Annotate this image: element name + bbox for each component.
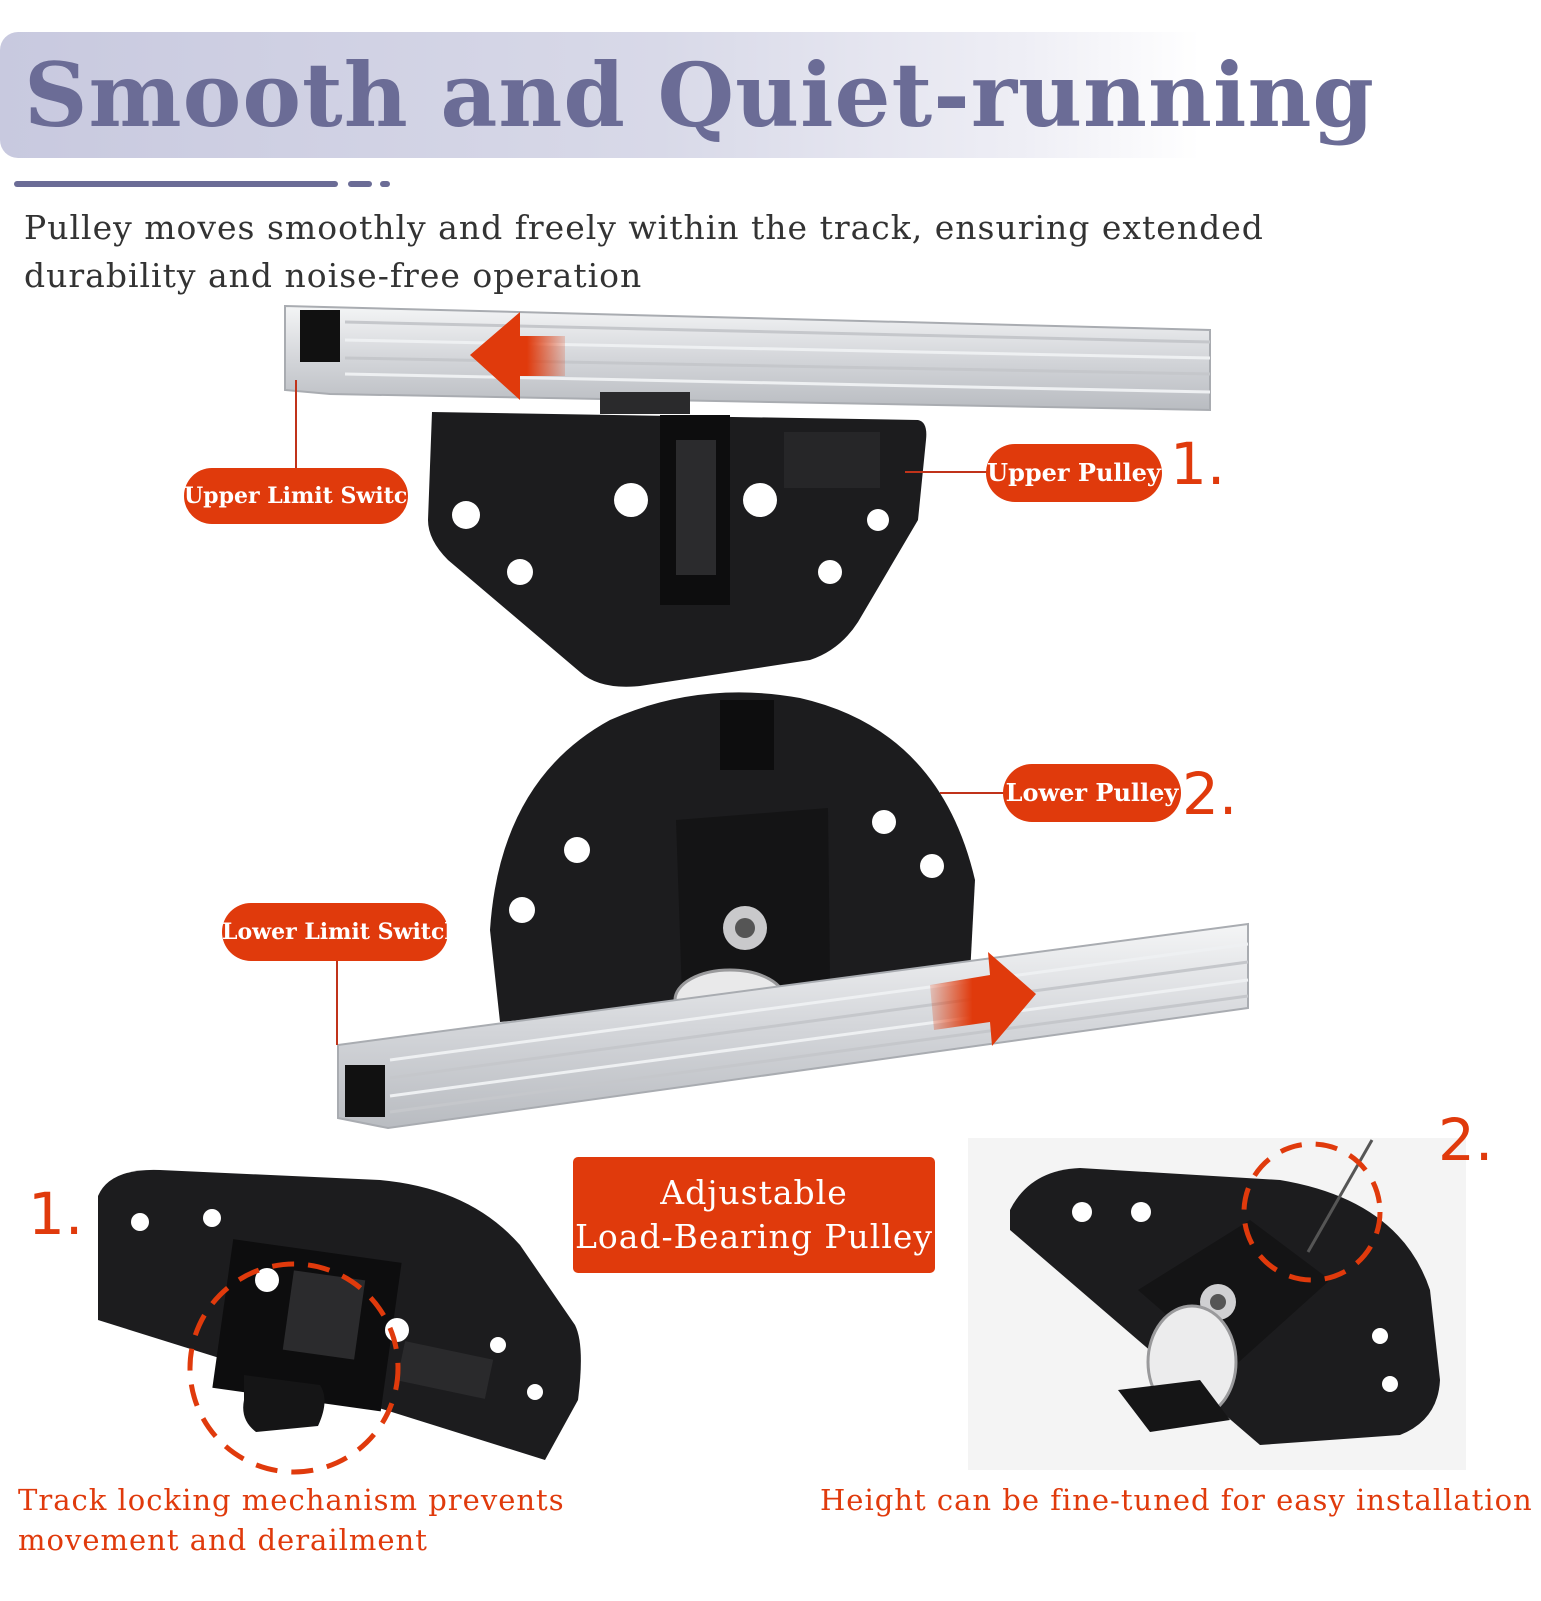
- lower-limit-switch-label: Lower Limit Switch: [222, 903, 460, 961]
- title-band: [0, 32, 1200, 158]
- upper-track-rail: [284, 304, 1211, 412]
- upper-pulley-label: Upper Pulley: [986, 444, 1162, 502]
- detail-left-caption: Track locking mechanism prevents movemen…: [18, 1483, 565, 1557]
- page-title: Smooth and Quiet-running: [24, 43, 1375, 147]
- upper-pulley-part: [428, 392, 927, 687]
- lower-pulley-number: 2.: [1182, 760, 1238, 828]
- left-arrow-icon: [470, 312, 565, 400]
- title-underline: [14, 181, 338, 187]
- upper-limit-switch-label: Upper Limit Switch: [184, 468, 423, 524]
- adjustable-pulley-line2: Load-Bearing Pulley: [574, 1217, 934, 1256]
- title-underline-dash: [348, 181, 372, 187]
- lower-track-rail: [337, 922, 1249, 1130]
- adjustable-pulley-line1: Adjustable: [660, 1173, 848, 1212]
- lower-pulley-part: [490, 692, 975, 1032]
- right-arrow-icon: [930, 952, 1036, 1046]
- track-lock-detail-image: [98, 1169, 581, 1475]
- title-underline-dot: [380, 181, 390, 187]
- detail-left-number: 1.: [28, 1180, 84, 1248]
- detail-right-number: 2.: [1438, 1106, 1494, 1174]
- adjustable-pulley-box: Adjustable Load-Bearing Pulley: [573, 1157, 935, 1273]
- height-adjust-detail-image: [968, 1138, 1466, 1470]
- page-subtitle: Pulley moves smoothly and freely within …: [24, 208, 1264, 295]
- lower-pulley-label: Lower Pulley: [1003, 764, 1181, 822]
- detail-right-caption: Height can be fine-tuned for easy instal…: [820, 1483, 1533, 1517]
- upper-pulley-number: 1.: [1170, 430, 1226, 498]
